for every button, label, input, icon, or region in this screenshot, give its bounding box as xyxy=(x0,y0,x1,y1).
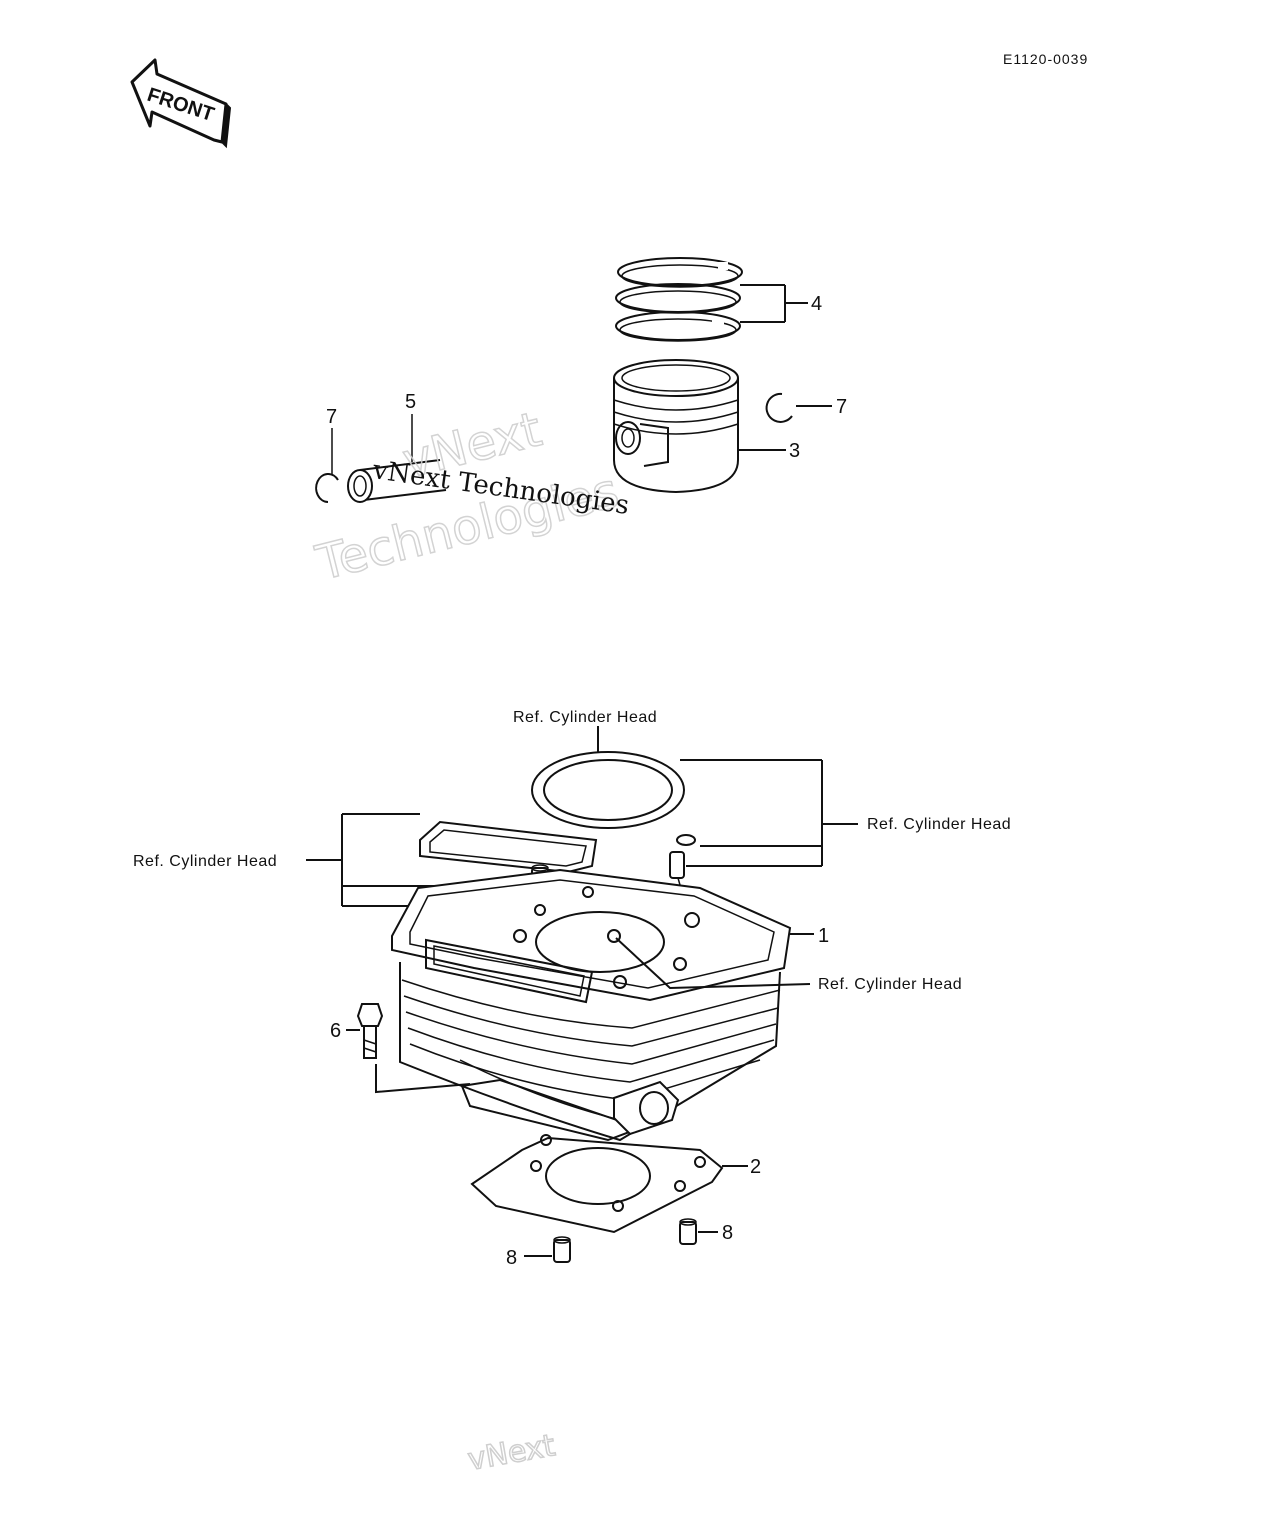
cylinder-block xyxy=(391,868,792,1142)
bolt xyxy=(356,1003,384,1059)
leader-4 xyxy=(740,284,808,323)
dowel-right xyxy=(679,1218,697,1245)
callout-7b: 7 xyxy=(836,396,847,418)
callout-6: 6 xyxy=(330,1020,341,1042)
upper-left-gasket xyxy=(419,820,598,874)
piston xyxy=(613,359,739,494)
front-arrow-icon: FRONT xyxy=(130,58,232,149)
callout-8b: 8 xyxy=(722,1222,733,1244)
dowel-left xyxy=(553,1236,571,1263)
leader-ref-right-upper xyxy=(680,759,858,867)
callout-5: 5 xyxy=(405,391,416,413)
ref-right-upper: Ref. Cylinder Head xyxy=(867,816,1011,833)
head-gasket-ring xyxy=(531,751,685,829)
circlip-left xyxy=(315,473,339,503)
circlip-right xyxy=(765,392,793,423)
callout-4: 4 xyxy=(811,293,822,315)
leader-ref-right-lower xyxy=(615,937,811,990)
piston-pin xyxy=(347,459,447,503)
callout-8a: 8 xyxy=(506,1247,517,1269)
callout-2: 2 xyxy=(750,1156,761,1178)
piston-rings xyxy=(615,257,743,342)
base-gasket xyxy=(470,1134,724,1234)
callout-1: 1 xyxy=(818,925,829,947)
callout-3: 3 xyxy=(789,440,800,462)
watermark-bottom: vNext xyxy=(465,1428,558,1478)
ref-left: Ref. Cylinder Head xyxy=(133,853,277,870)
document-code: E1120-0039 xyxy=(1003,51,1088,67)
callout-7a: 7 xyxy=(326,406,337,428)
leader-bolt xyxy=(375,1064,471,1094)
ref-top: Ref. Cylinder Head xyxy=(513,709,657,726)
ref-right-lower: Ref. Cylinder Head xyxy=(818,976,962,993)
